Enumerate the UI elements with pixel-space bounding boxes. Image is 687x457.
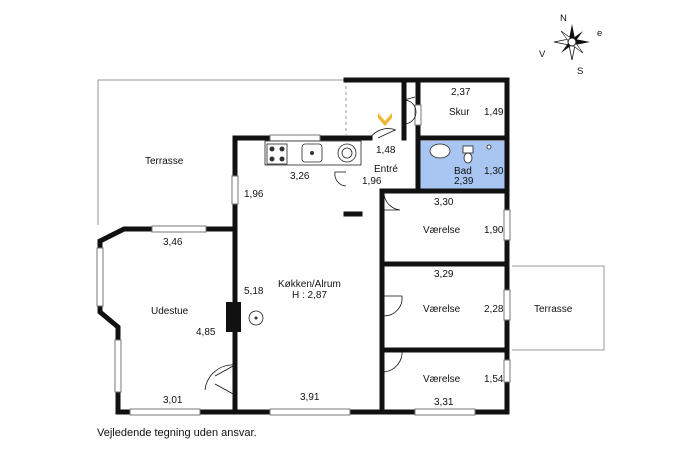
- terrace-left-outline: [97, 79, 346, 225]
- dim-3-29: 3,29: [434, 269, 454, 280]
- dim-5-18: 5,18: [244, 286, 264, 297]
- windows: [96, 104, 511, 416]
- compass-s: S: [577, 66, 583, 77]
- room-skur: Skur: [449, 107, 470, 118]
- dim-1-54: 1,54: [484, 374, 504, 385]
- room-vaerelse-2: Værelse: [423, 304, 461, 315]
- dim-2-28: 2,28: [484, 304, 504, 315]
- dim-2-37: 2,37: [451, 87, 471, 98]
- disclaimer-text: Vejledende tegning uden ansvar.: [97, 427, 257, 439]
- dim-4-85: 4,85: [196, 327, 216, 338]
- room-terrasse-left: Terrasse: [145, 156, 184, 167]
- entry-marker: [378, 113, 392, 126]
- room-vaerelse-3: Værelse: [423, 374, 461, 385]
- fireplace: [226, 302, 264, 332]
- dim-1-96-a: 1,96: [362, 176, 382, 187]
- dim-3-26: 3,26: [290, 171, 310, 182]
- dim-2-39: 2,39: [454, 176, 474, 187]
- dim-3-30: 3,30: [434, 197, 454, 208]
- dim-1-90: 1,90: [484, 225, 504, 236]
- room-bad: Bad: [454, 166, 472, 177]
- kitchen-counter: [264, 140, 362, 166]
- dim-1-96-b: 1,96: [244, 189, 264, 200]
- dim-3-31: 3,31: [434, 397, 454, 408]
- compass-n: N: [560, 13, 567, 24]
- dim-1-49: 1,49: [484, 107, 504, 118]
- interior-walls: [232, 77, 510, 415]
- room-kokken-height: H : 2,87: [292, 290, 327, 301]
- doors: [204, 96, 417, 396]
- room-entre: Entré: [374, 164, 398, 175]
- dim-3-46: 3,46: [163, 237, 183, 248]
- compass-e: e: [597, 28, 602, 39]
- dim-1-30: 1,30: [484, 166, 504, 177]
- room-kokken: Køkken/Alrum: [278, 279, 341, 290]
- compass-rose: N e S V: [539, 13, 602, 77]
- compass-v: V: [539, 49, 546, 60]
- bathroom-fixtures: [429, 143, 492, 164]
- dim-1-48: 1,48: [376, 145, 396, 156]
- dim-3-91: 3,91: [300, 392, 320, 403]
- room-udestue: Udestue: [151, 306, 189, 317]
- room-vaerelse-1: Værelse: [423, 225, 461, 236]
- room-terrasse-right: Terrasse: [534, 304, 573, 315]
- dim-3-01: 3,01: [163, 395, 183, 406]
- terrace-right-outline: [512, 265, 605, 351]
